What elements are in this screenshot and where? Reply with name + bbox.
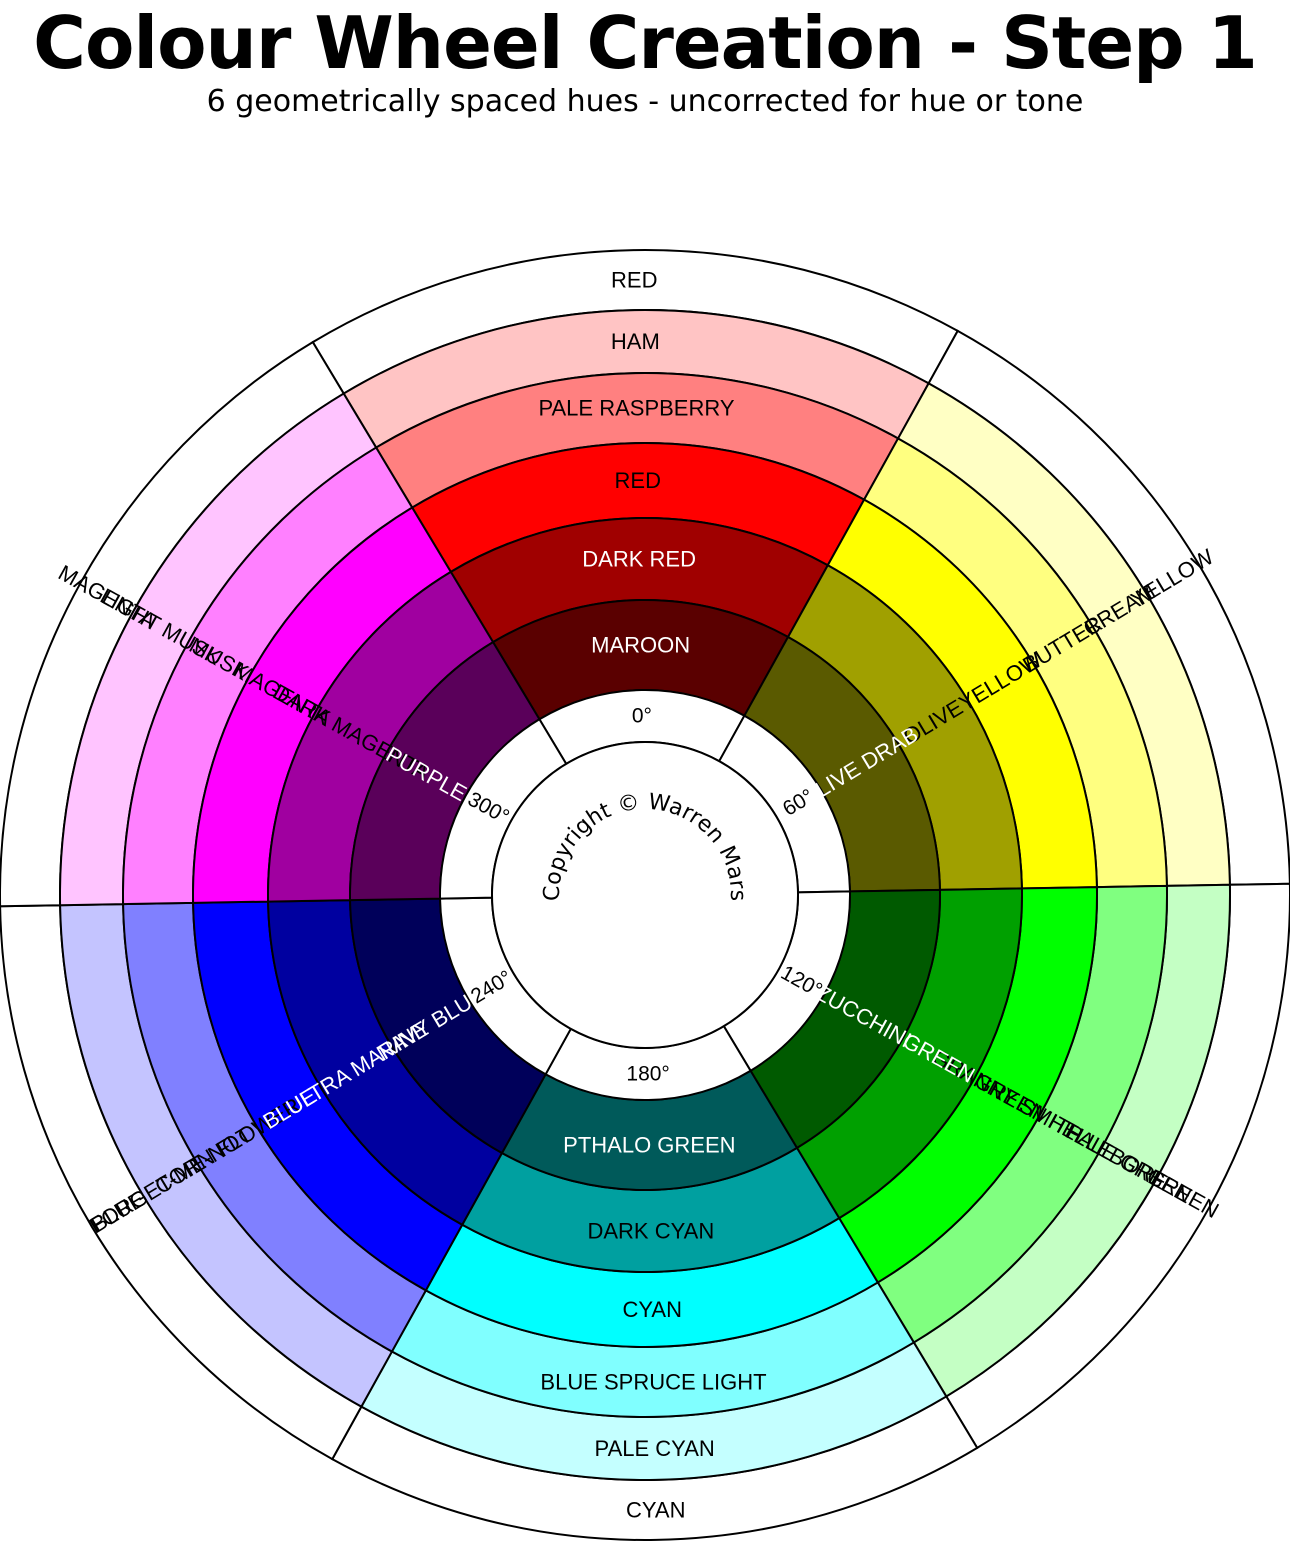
degree-label: 180° bbox=[626, 1062, 669, 1085]
segment-label: PTHALO GREEN bbox=[563, 1132, 735, 1157]
segment-label: RED bbox=[611, 268, 657, 293]
page-title: Colour Wheel Creation - Step 1 bbox=[33, 1, 1258, 85]
degree-label: 0° bbox=[632, 705, 652, 728]
segment-label: MAROON bbox=[591, 633, 690, 658]
segment-label: RED bbox=[615, 468, 661, 493]
segment-label: DARK RED bbox=[582, 547, 696, 572]
page-subtitle: 6 geometrically spaced hues - uncorrecte… bbox=[206, 84, 1084, 119]
segment-label: DARK CYAN bbox=[587, 1218, 714, 1243]
segment-label: BLUE SPRUCE LIGHT bbox=[540, 1369, 766, 1394]
segment-label: CYAN bbox=[626, 1497, 686, 1522]
center-circle bbox=[491, 741, 799, 1049]
segment-label: HAM bbox=[611, 329, 660, 354]
segment-label: PALE RASPBERRY bbox=[538, 396, 734, 421]
wheel-center: Copyright © Warren Mars bbox=[491, 741, 799, 1049]
wheel-segments bbox=[0, 249, 1290, 1541]
segment-label: PALE CYAN bbox=[595, 1436, 715, 1461]
segment-label: CYAN bbox=[622, 1297, 682, 1322]
